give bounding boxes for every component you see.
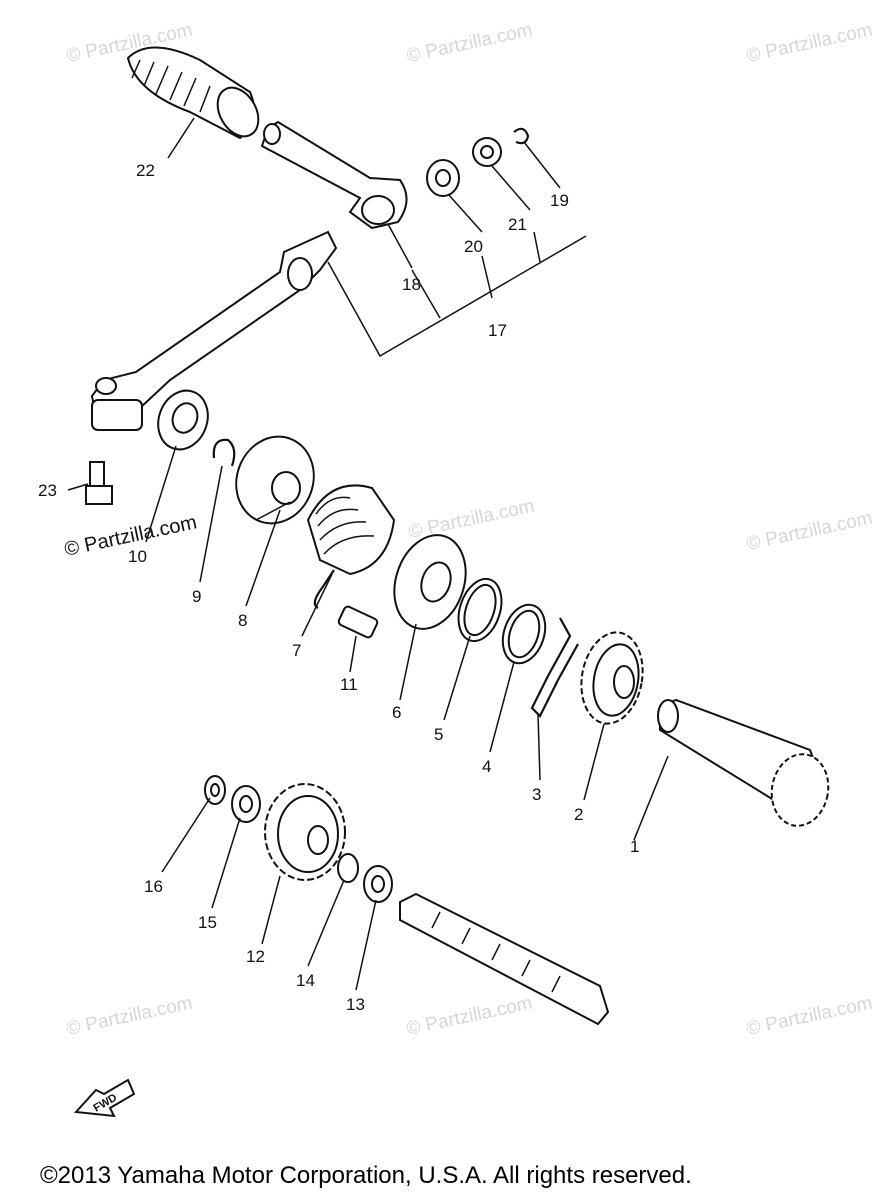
callout-4: 4 bbox=[482, 757, 491, 776]
callout-11: 11 bbox=[340, 675, 358, 694]
part-9-clip bbox=[212, 438, 236, 467]
copyright-notice: ©2013 Yamaha Motor Corporation, U.S.A. A… bbox=[40, 1162, 692, 1189]
part-13-washer bbox=[363, 865, 393, 903]
part-6-stopper bbox=[393, 534, 467, 630]
fwd-arrow-icon: FWD bbox=[73, 1078, 136, 1118]
callout-14: 14 bbox=[296, 971, 315, 990]
part-23-bolt bbox=[85, 461, 113, 505]
watermark: © Partzilla.com bbox=[745, 508, 872, 555]
callout-19: 19 bbox=[550, 191, 569, 210]
part-10-bearing bbox=[157, 389, 209, 451]
part-16-circlip bbox=[204, 775, 226, 805]
part-17-kick-arm bbox=[90, 230, 338, 431]
callout-7: 7 bbox=[292, 641, 301, 660]
callout-23: 23 bbox=[38, 481, 57, 500]
part-8-spring-guide bbox=[235, 435, 315, 525]
callout-22: 22 bbox=[136, 161, 155, 180]
callout-labels: 1 2 3 4 5 6 7 8 9 10 11 12 13 14 15 16 1… bbox=[38, 161, 639, 1014]
watermark: © Partzilla.com bbox=[65, 993, 195, 1040]
part-axle bbox=[399, 892, 610, 1026]
callout-10: 10 bbox=[128, 547, 147, 566]
watermark: © Partzilla.com bbox=[405, 20, 535, 67]
callout-18: 18 bbox=[402, 275, 421, 294]
watermark: © Partzilla.com bbox=[407, 496, 537, 543]
part-15-washer bbox=[231, 785, 261, 823]
callout-9: 9 bbox=[192, 587, 201, 606]
part-2-gear bbox=[580, 631, 644, 725]
part-3-clip bbox=[530, 617, 579, 718]
part-11-pin bbox=[337, 605, 379, 639]
part-1-kick-shaft bbox=[657, 698, 830, 827]
part-21-washer bbox=[472, 137, 502, 167]
part-5-ring bbox=[457, 577, 503, 643]
callout-6: 6 bbox=[392, 703, 401, 722]
part-20-bearing bbox=[426, 159, 460, 197]
part-12-gear bbox=[264, 783, 346, 881]
callout-1: 1 bbox=[630, 837, 639, 856]
part-18-kick-crank bbox=[260, 120, 408, 230]
callout-15: 15 bbox=[198, 913, 217, 932]
watermark: © Partzilla.com bbox=[405, 993, 535, 1040]
part-4-washer bbox=[501, 603, 547, 665]
callout-21: 21 bbox=[508, 215, 527, 234]
part-19-circlip bbox=[513, 127, 530, 145]
watermarks: © Partzilla.com © Partzilla.com © Partzi… bbox=[62, 20, 872, 1040]
callout-2: 2 bbox=[574, 805, 583, 824]
callout-3: 3 bbox=[532, 785, 541, 804]
callout-13: 13 bbox=[346, 995, 365, 1014]
watermark: © Partzilla.com bbox=[745, 20, 872, 67]
part-7-spring bbox=[306, 484, 396, 609]
callout-17: 17 bbox=[488, 321, 507, 340]
part-14-collar bbox=[337, 853, 359, 883]
callout-8: 8 bbox=[238, 611, 247, 630]
leader-lines bbox=[67, 117, 669, 991]
callout-20: 20 bbox=[464, 237, 483, 256]
callout-12: 12 bbox=[246, 947, 265, 966]
callout-5: 5 bbox=[434, 725, 443, 744]
callout-16: 16 bbox=[144, 877, 163, 896]
part-22-grip bbox=[126, 46, 260, 140]
watermark: © Partzilla.com bbox=[745, 993, 872, 1040]
